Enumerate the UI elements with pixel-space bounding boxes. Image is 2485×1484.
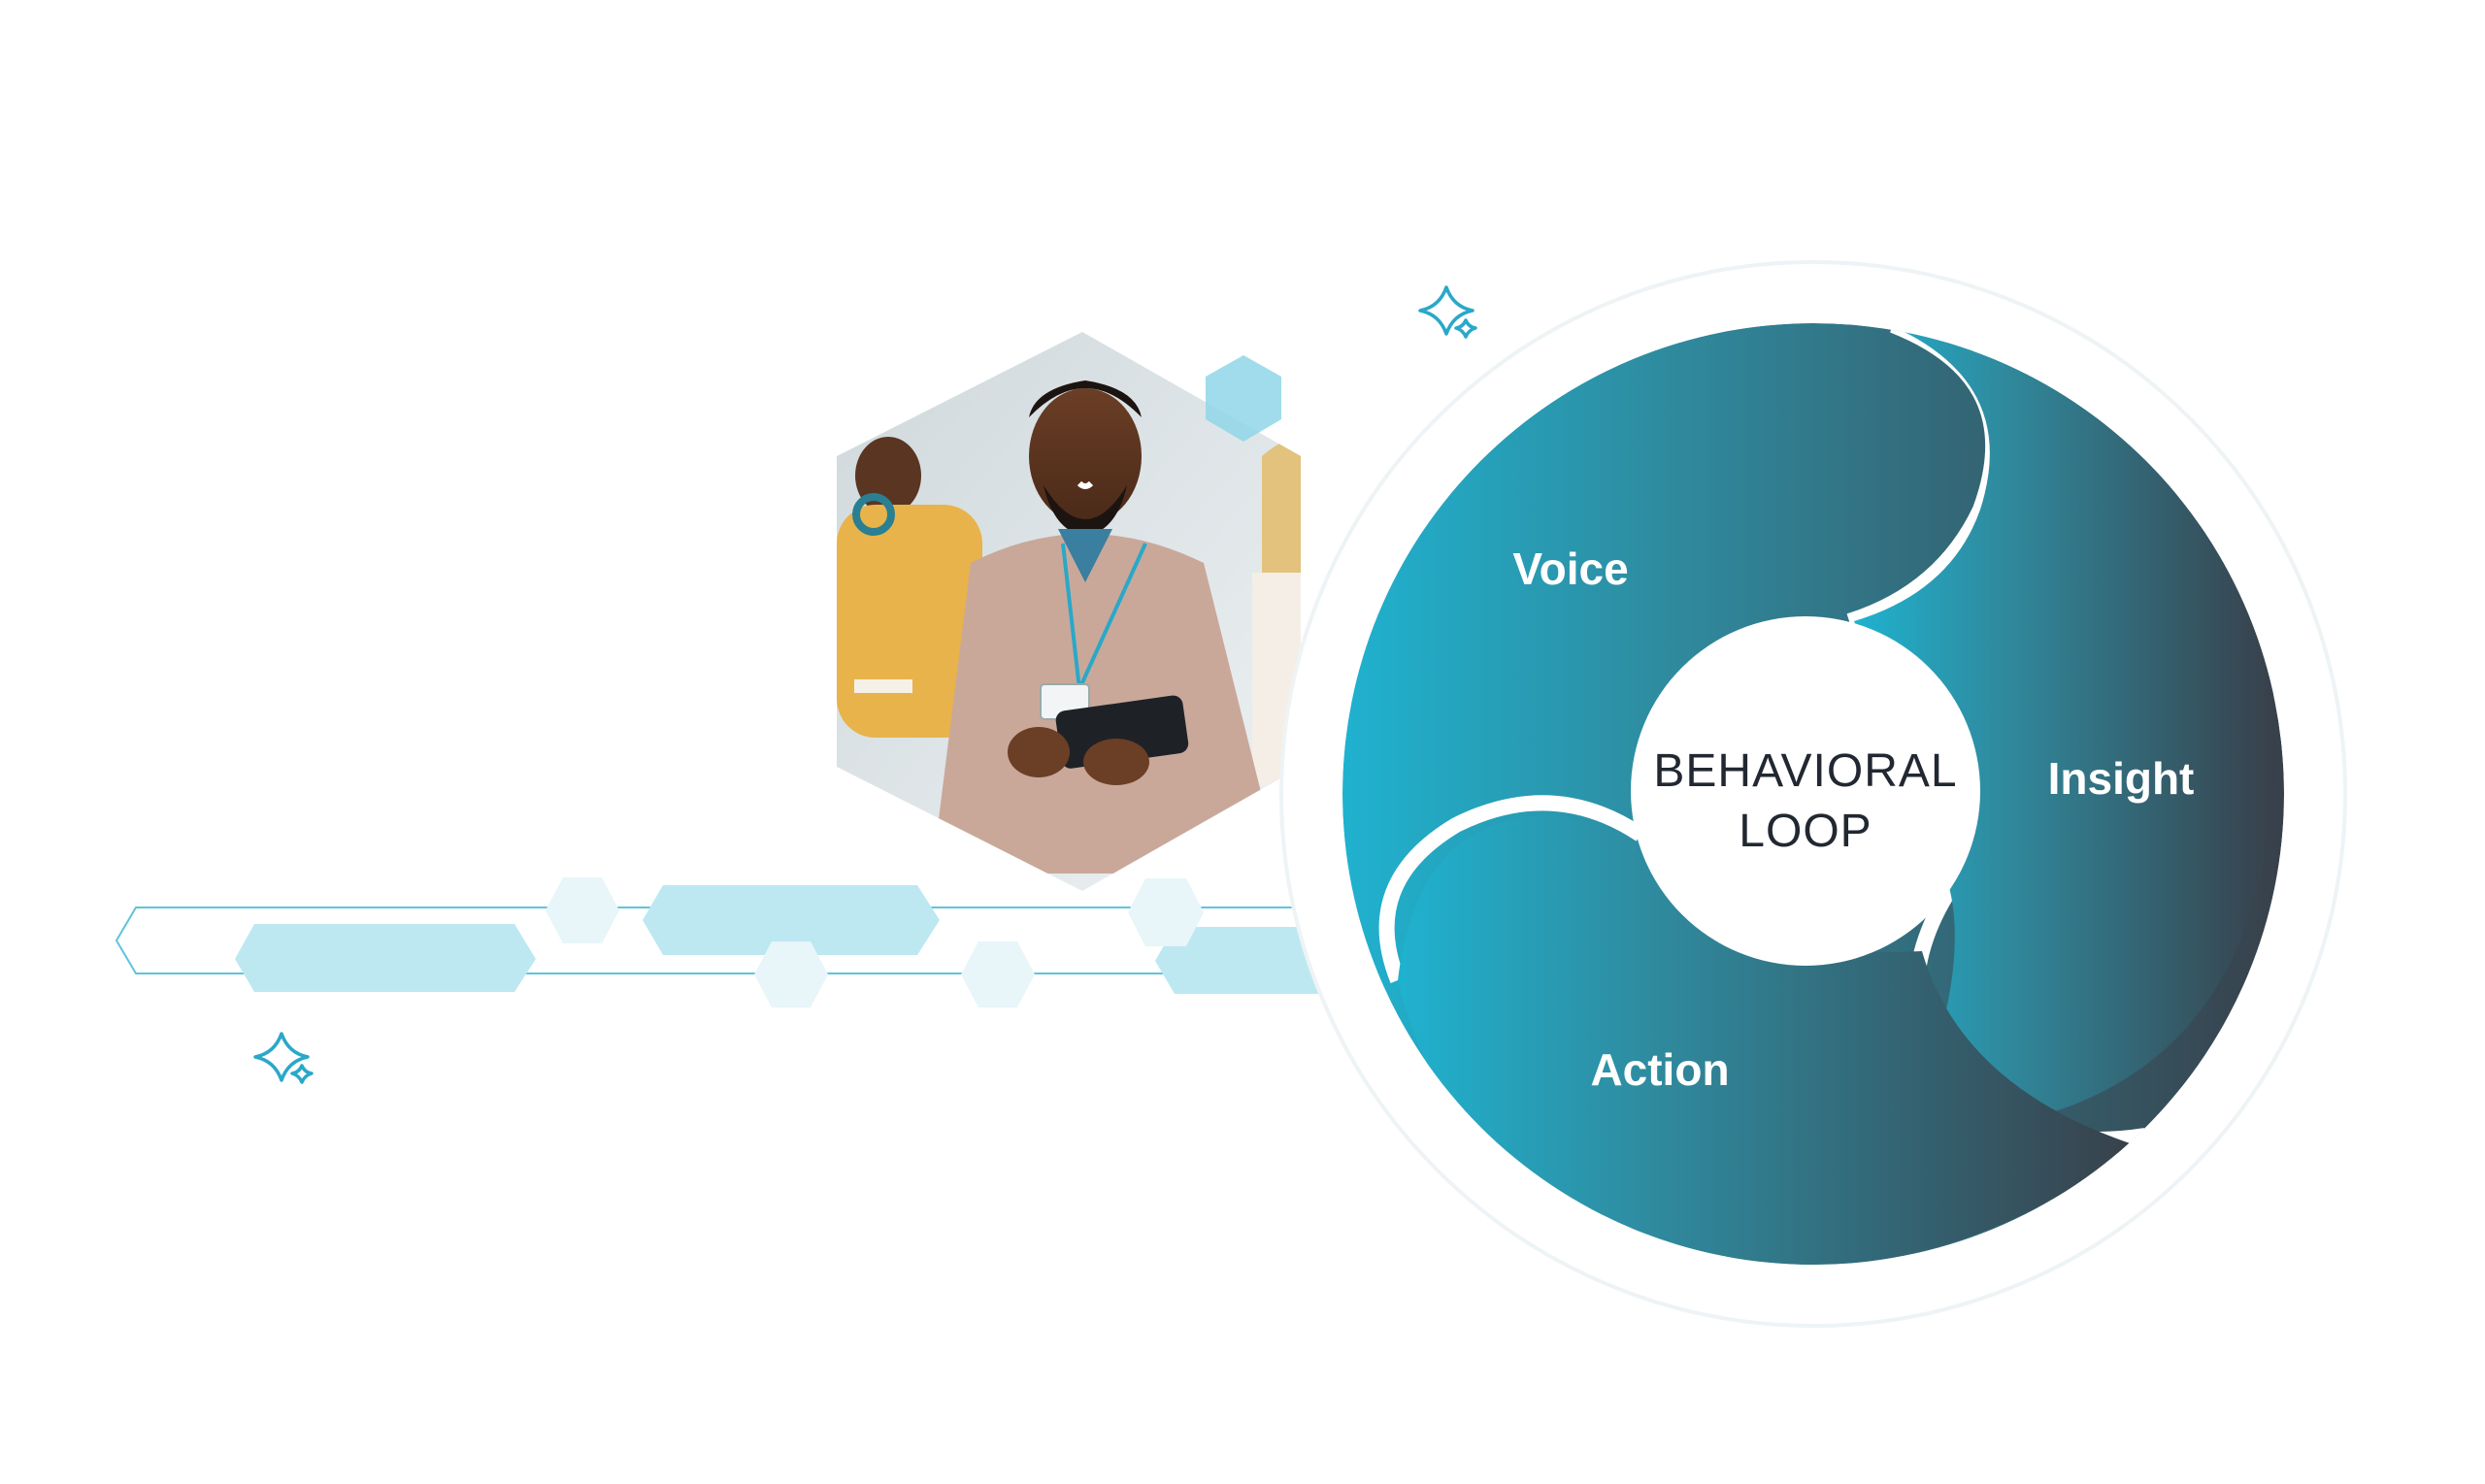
- band-hex-2: [643, 885, 940, 955]
- band-hex-6: [961, 941, 1035, 1007]
- hexagon-band: [115, 877, 1360, 1007]
- segment-label-action: Action: [1590, 1044, 1729, 1095]
- accent-hexagon: [1206, 355, 1281, 442]
- behavioral-loop: BEHAVIORAL LOOP Voice Insight Action: [1279, 260, 2347, 1328]
- segment-label-insight: Insight: [2048, 753, 2195, 804]
- center-title-line2: LOOP: [1739, 806, 1872, 857]
- center-title-line1: BEHAVIORAL: [1653, 745, 1957, 797]
- band-hex-7: [1128, 878, 1204, 946]
- band-hex-4: [546, 877, 619, 943]
- band-hex-1: [235, 924, 536, 992]
- segment-label-voice: Voice: [1512, 544, 1628, 594]
- loop-center: [1631, 616, 1980, 966]
- band-hex-5: [754, 941, 828, 1007]
- sparkle-icon: [253, 1032, 314, 1084]
- sparkle-icon: [1418, 285, 1477, 339]
